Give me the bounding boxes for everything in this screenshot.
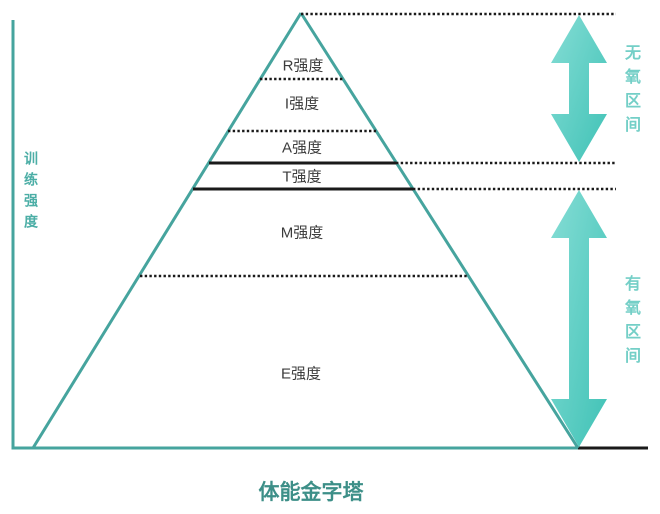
y-axis-label: 训练强度 <box>23 151 39 235</box>
pyramid-left-slope <box>31 12 303 449</box>
level-label-a: A强度 <box>281 139 323 157</box>
level-label-r: R强度 <box>282 57 324 75</box>
level-label-m: M强度 <box>280 224 324 242</box>
level-label-t: T强度 <box>282 168 322 186</box>
aerobic-zone-label: 有氧区间 <box>622 275 639 371</box>
anaerobic-zone-label: 无氧区间 <box>622 44 639 140</box>
aerobic-range-arrow-icon <box>551 190 607 447</box>
diagram-title: 体能金字塔 <box>258 481 364 504</box>
level-label-i: I强度 <box>284 95 320 113</box>
pyramid-right-slope <box>299 12 580 449</box>
level-label-e: E强度 <box>280 365 322 383</box>
anaerobic-range-arrow-icon <box>551 15 607 162</box>
